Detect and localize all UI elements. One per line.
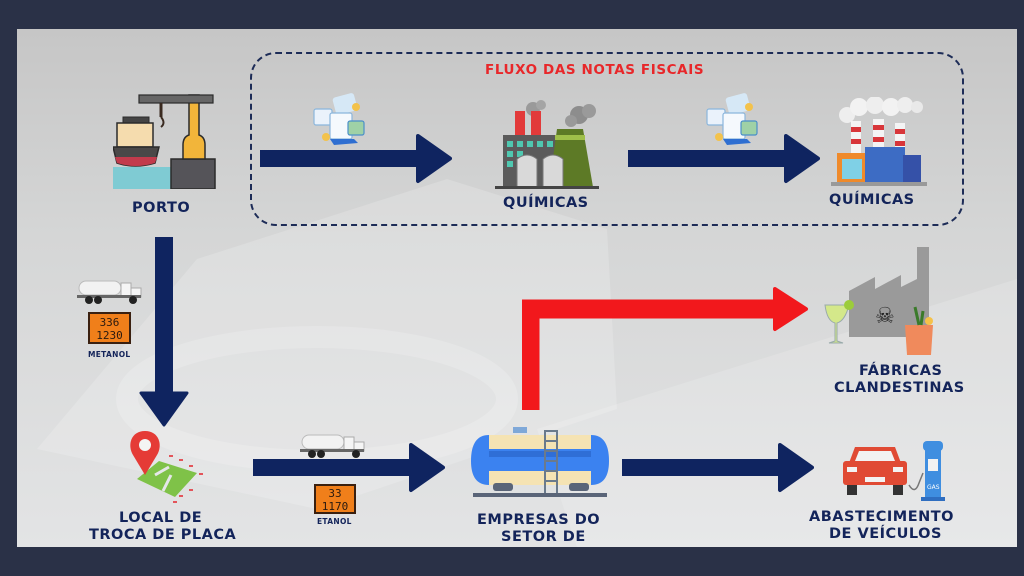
diagram-canvas: FLUXO DAS NOTAS FISCAIS PORTO [17,29,1017,547]
svg-text:GAS: GAS [927,484,940,491]
node-label-quimicas-1: QUÍMICAS [503,195,589,211]
node-label-local-troca-1: LOCAL DE [119,510,203,526]
node-label-fabricas-2: CLANDESTINAS [834,380,965,396]
invoice-documents-icon [313,93,365,145]
arrow-quimicas-to-quimicas [628,134,820,183]
node-label-abastecimento-1: ABASTECIMENTO [809,509,954,525]
chemical-plant-icon [495,100,599,189]
port-crane-ship-icon [113,94,216,189]
hazard-plate-metanol: 336 1230 [88,312,131,344]
tanker-truck-icon [77,280,142,304]
car-gas-pump-icon: GAS [843,441,945,501]
cargo-label-etanol: ETANOL [317,517,352,526]
node-label-quimicas-2: QUÍMICAS [829,192,915,208]
node-label-empresas-1: EMPRESAS DO [477,512,601,528]
hazard-code-top: 336 [99,316,120,329]
factory-smokestacks-icon [831,97,927,186]
storage-tank-icon [471,427,609,497]
hazard-code-top: 33 [328,487,342,500]
arrow-porto-to-quimicas [260,134,452,183]
invoice-flow-box [250,52,964,226]
arrow-empresas-to-fabricas [522,287,808,410]
node-label-abastecimento-2: DE VEÍCULOS [829,526,942,542]
arrow-local-troca-to-empresas [253,443,445,492]
tanker-truck-icon [300,434,365,458]
arrow-empresas-to-abastecimento [622,443,814,492]
arrow-porto-to-local-troca [139,237,189,427]
node-label-empresas-2: SETOR DE [501,529,586,545]
invoice-flow-title: FLUXO DAS NOTAS FISCAIS [485,62,705,78]
map-pin-icon [130,431,203,503]
svg-text:☠: ☠ [875,304,895,329]
hazard-code-bottom: 1170 [321,500,349,513]
clandestine-factory-icon: ☠ [824,247,933,355]
node-label-fabricas-1: FÁBRICAS [859,363,943,379]
hazard-plate-etanol: 33 1170 [314,484,356,514]
hazard-code-bottom: 1230 [96,329,123,342]
cargo-label-metanol: METANOL [88,350,131,359]
invoice-documents-icon [706,93,758,145]
node-label-local-troca-2: TROCA DE PLACA [89,527,237,543]
node-label-porto: PORTO [132,200,191,216]
